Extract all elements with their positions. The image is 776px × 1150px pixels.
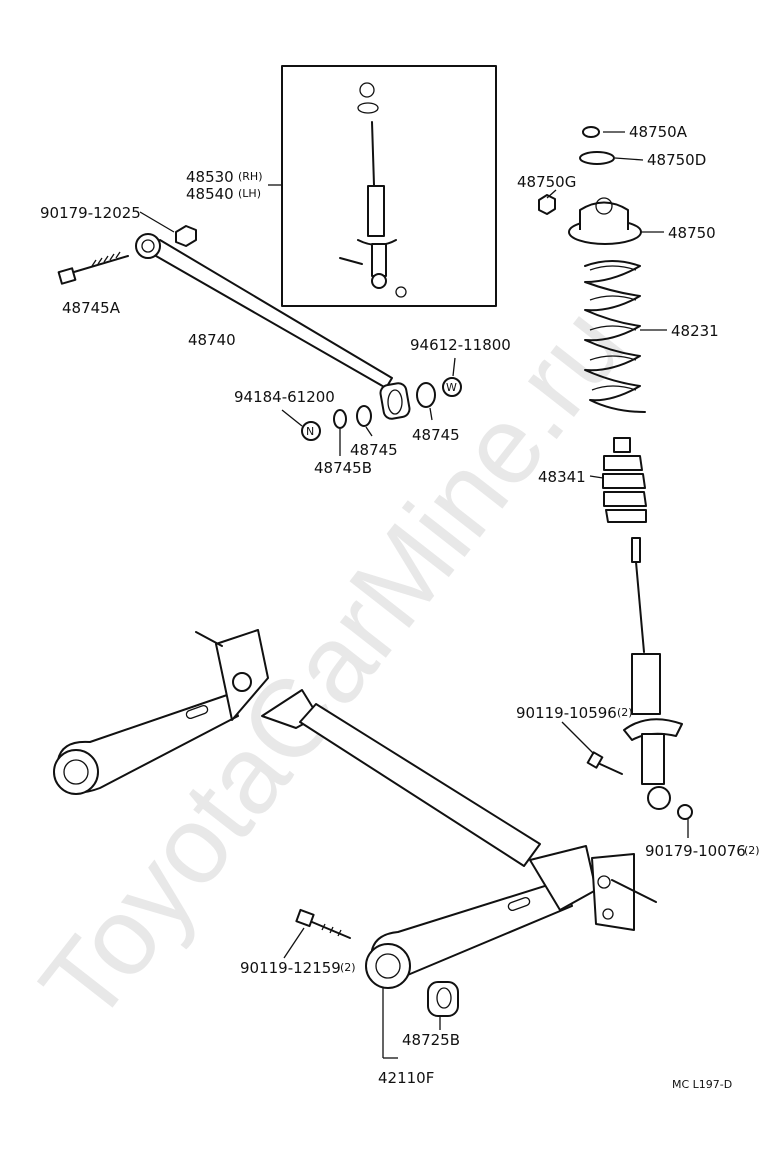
label-90119-12159: 90119-12159: [240, 959, 341, 977]
label-48750A: 48750A: [629, 123, 688, 141]
label-48745A: 48745A: [62, 299, 121, 317]
label-48725B: 48725B: [402, 1031, 460, 1049]
label-90119-12159-qty: (2): [340, 961, 356, 974]
label-90119-10596-qty: (2): [617, 706, 633, 719]
label-48750D: 48750D: [647, 151, 706, 169]
label-90179-10076: 90179-10076: [645, 842, 746, 860]
label-48740: 48740: [188, 331, 236, 349]
diagram-code: MC L197-D: [672, 1078, 732, 1091]
label-48745B: 48745B: [314, 459, 372, 477]
w-nut-marker: W: [446, 381, 457, 394]
label-48745-right: 48745: [412, 426, 460, 444]
label-42110F: 42110F: [378, 1069, 434, 1087]
arm-bolt-and-bushing: [295, 908, 459, 1017]
label-48750: 48750: [668, 224, 716, 242]
label-90179-12025: 90179-12025: [40, 204, 141, 222]
label-48750G: 48750G: [517, 173, 576, 191]
bolt-48745A: [57, 251, 129, 285]
spring-assembly: [538, 126, 693, 820]
lateral-control-rod: [135, 233, 411, 420]
bushing-set: W N: [281, 357, 462, 456]
label-48530: 48530: [186, 168, 234, 186]
label-90179-10076-qty: (2): [744, 844, 760, 857]
label-94184-61200: 94184-61200: [234, 388, 335, 406]
label-48341: 48341: [538, 468, 586, 486]
label-48530-side: (RH): [238, 170, 263, 183]
label-90119-10596: 90119-10596: [516, 704, 617, 722]
label-94612-11800: 94612-11800: [410, 336, 511, 354]
n-nut-marker: N: [306, 425, 314, 438]
shock-absorber-inset: [281, 65, 497, 307]
label-48231: 48231: [671, 322, 719, 340]
label-48540: 48540: [186, 185, 234, 203]
label-48540-side: (LH): [238, 187, 261, 200]
nut-90179-12025: [139, 211, 197, 247]
rear-axle-beam: [53, 629, 657, 989]
label-48745-left: 48745: [350, 441, 398, 459]
